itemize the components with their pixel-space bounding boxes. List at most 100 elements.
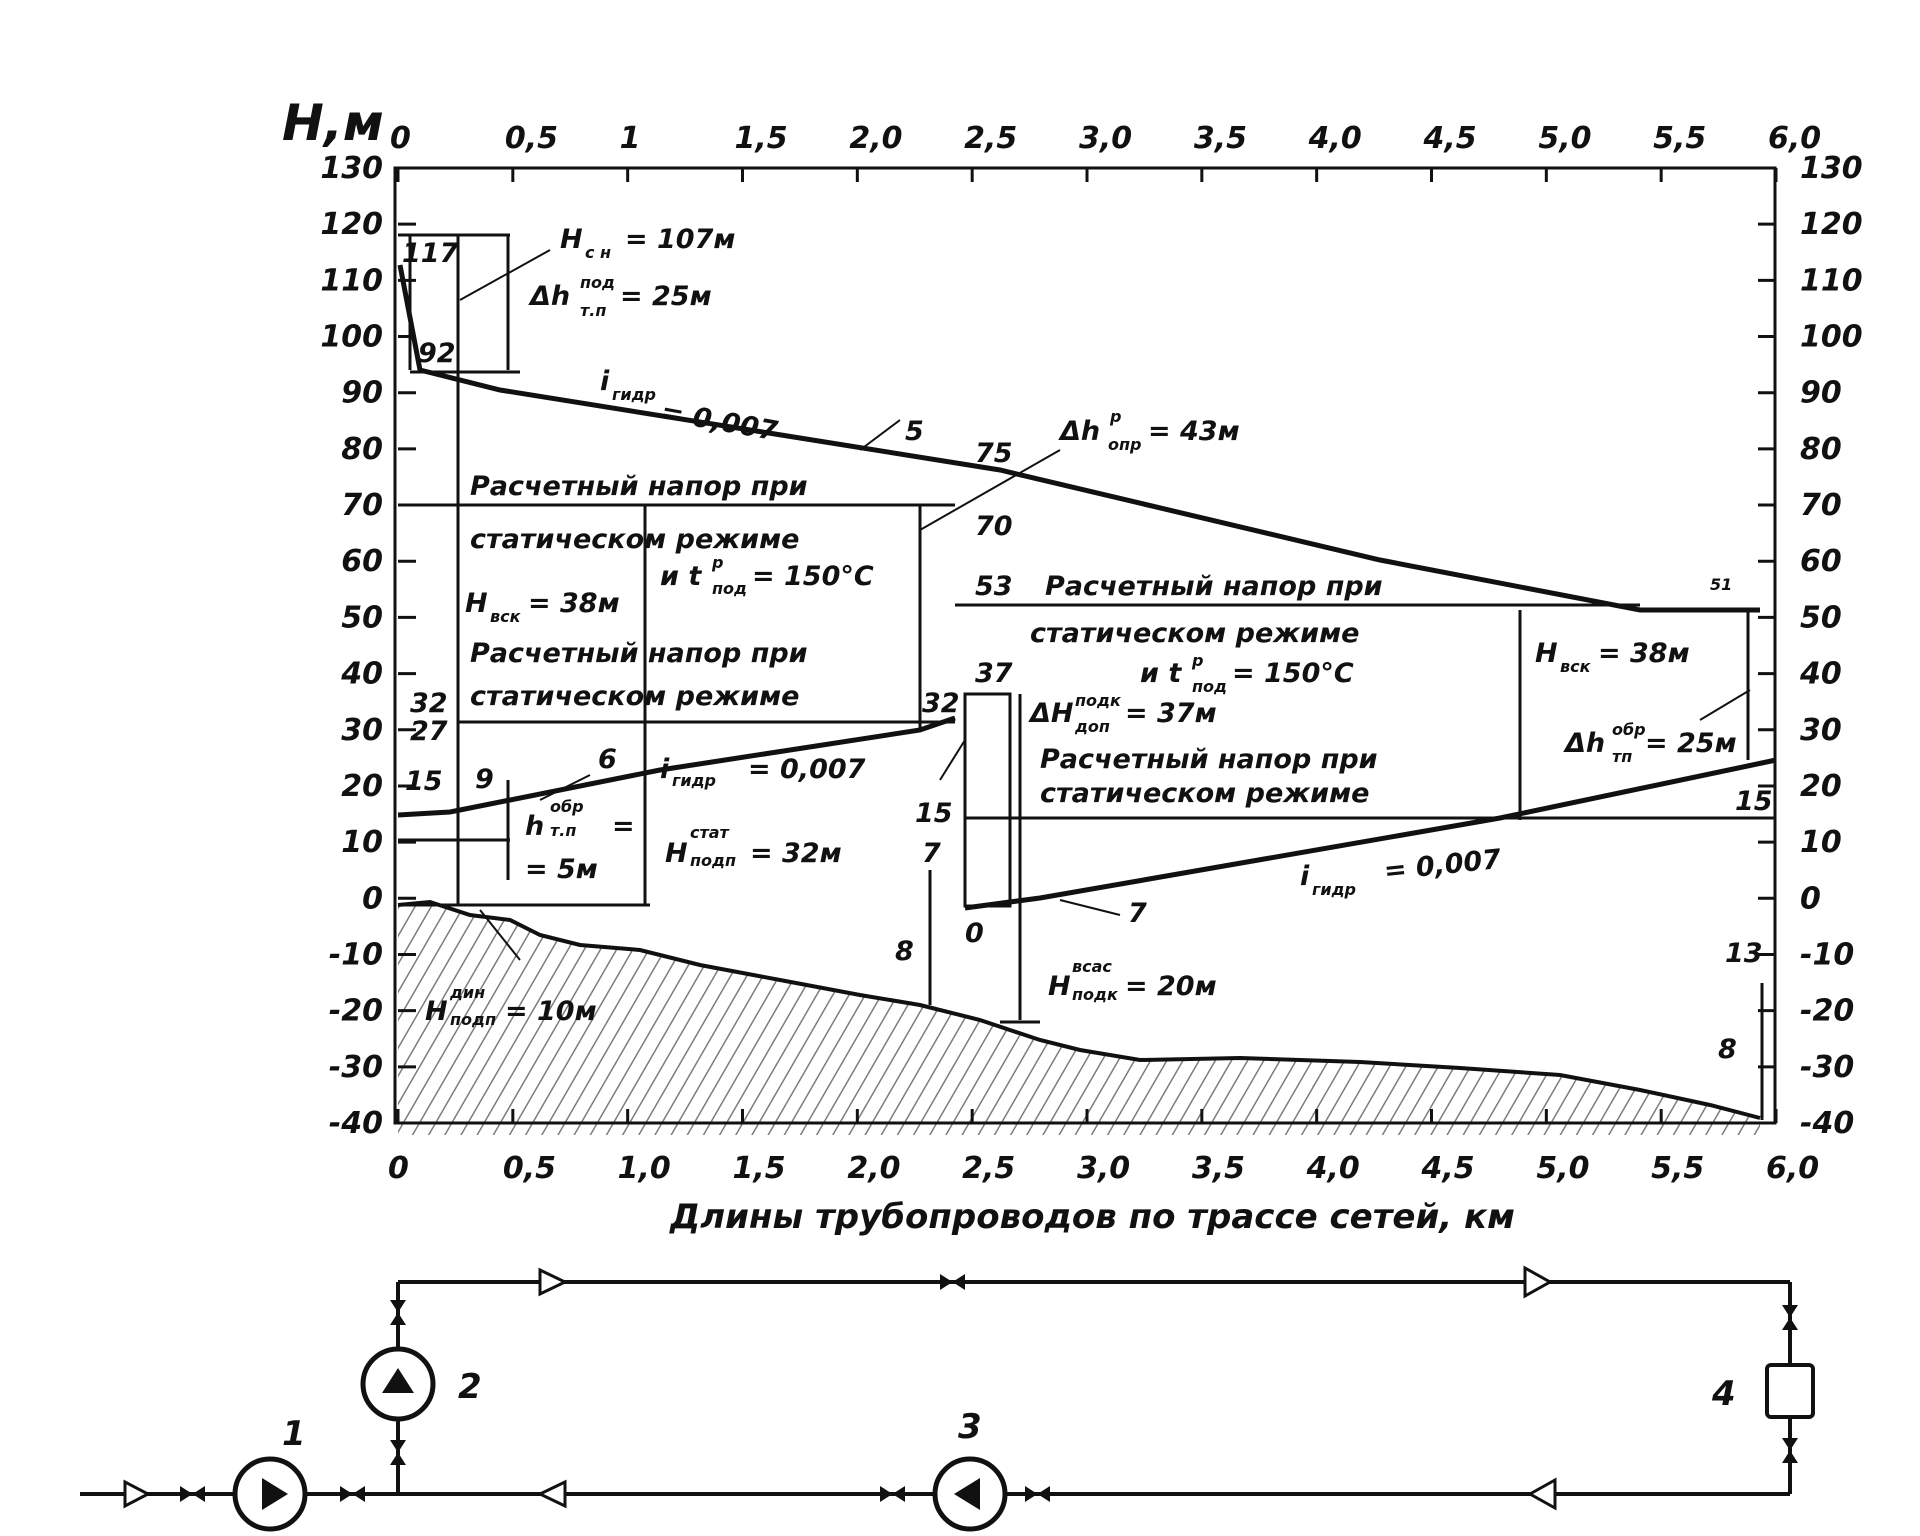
label-hsn-sub: с н [585,243,611,262]
label-dh-tp-sup: обр [1612,720,1646,739]
valve-inlet [180,1486,205,1502]
label-hvsk-sub: вск [490,607,522,626]
label-i3-sub: гидр [1312,880,1356,899]
label-hsn: H [560,224,583,255]
label-27: 27 [410,716,448,747]
leader-hsn [459,249,551,301]
label-dhpodk: ΔH [1028,698,1074,729]
x-tick-label-bottom: 5,5 [1651,1151,1704,1186]
label-92: 92 [418,338,456,369]
valve-supply-mid [940,1274,965,1290]
y-tick-label-left: 90 [341,376,383,411]
scheme-label-4: 4 [1711,1374,1736,1414]
label-i2-val: = 0,007 [748,754,866,785]
label-hvsk: H [465,588,488,619]
y-tick-label-right: 40 [1799,657,1842,692]
x-tick-label-top: 0 [390,121,411,156]
label-htp-sub: т.п [550,821,576,840]
label-dh-tp-val: = 25м [1645,728,1737,759]
label-0: 0 [965,918,984,949]
y-tick-label-right: 120 [1800,207,1863,242]
label-hdin-sup: дин [449,983,485,1002]
x-tick-label-bottom: 4,5 [1421,1151,1475,1186]
pump-2-arrow [382,1368,414,1393]
leader-dhtp [1699,689,1751,721]
x-axis-title: Длины трубопроводов по трассе сетей, км [669,1197,1515,1237]
label-6: 6 [598,744,617,775]
y-tick-label-right: 10 [1800,825,1842,860]
x-tick-label-top: 4,0 [1308,121,1362,156]
label-8b: 8 [1718,1034,1737,1065]
y-tick-label-left: 50 [341,600,383,635]
calc2-line2: статическом режиме [470,681,799,712]
y-tick-label-left: 40 [340,657,383,692]
calc3-line3-sub: под [1192,677,1227,696]
supply-head-line [397,264,1760,613]
x-tick-label-top: 3,5 [1194,121,1247,156]
y-tick-label-left: 30 [341,713,383,748]
x-tick-label-bottom: 0 [388,1151,409,1186]
y-tick-label-left: 20 [341,769,383,804]
calc3-line3: и t [1140,658,1182,689]
calc1-line3-sub: под [712,579,747,598]
label-53: 53 [975,571,1013,602]
calc1-line3-val: = 150°C [752,561,874,592]
label-dh-top-sup: под [580,273,615,292]
valve-riser-top [390,1300,406,1325]
y-tick-label-left: 120 [320,207,383,242]
flow-arrow-right-2 [1523,1265,1554,1299]
y-tick-label-right: -30 [1800,1050,1854,1085]
label-dh-top-sub: т.п [580,301,606,320]
calc4-line1: Расчетный напор при [1040,744,1378,775]
label-htp-sup: обр [550,797,584,816]
label-51: 51 [1710,575,1732,594]
label-dh-top: Δh [528,281,570,312]
leader-15b [939,739,966,781]
label-75: 75 [975,438,1013,469]
valve-return-a [880,1486,905,1502]
label-htp-val: = [612,811,635,842]
label-15c: 15 [1735,786,1773,817]
label-5: 5 [905,416,924,447]
label-htp: h [525,811,544,842]
calc4-line2: статическом режиме [1040,778,1369,809]
label-8a: 8 [895,936,914,967]
y-tick-label-left: 110 [320,263,383,298]
y-tick-label-right: 100 [1800,320,1863,355]
scheme-label-2: 2 [458,1367,482,1407]
label-hdin-val: = 10м [505,996,597,1027]
y-tick-label-left: -30 [329,1050,383,1085]
x-tick-label-bottom: 1,0 [618,1151,671,1186]
flow-arrow-left-2 [1526,1477,1557,1511]
x-tick-label-bottom: 1,5 [733,1151,786,1186]
leader-hdin [479,909,521,961]
x-tick-label-top: 5,0 [1538,121,1591,156]
y-tick-label-left: 80 [341,432,383,467]
calc3-line3-val: = 150°C [1232,658,1354,689]
y-tick-label-right: -20 [1800,994,1854,1029]
valve-after-pump1 [340,1486,365,1502]
ground-line [397,899,1761,1120]
x-tick-label-top: 1,5 [735,121,788,156]
y-tick-label-left: 130 [320,151,383,186]
label-dh-tp: Δh [1563,728,1605,759]
y-tick-label-left: 100 [320,320,383,355]
label-9: 9 [475,764,494,795]
calc1-line3: и t [660,561,702,592]
label-hvsas: H [1048,971,1071,1002]
valve-right-top [1782,1305,1798,1330]
x-tick-label-bottom: 4,0 [1306,1151,1360,1186]
leader-dhopr [919,449,1061,531]
leader-6 [539,774,591,801]
x-tick-label-bottom: 2,0 [847,1151,900,1186]
label-dh-opr: Δh [1058,416,1100,447]
consumer-4-box [1765,1363,1815,1419]
label-i2-sub: гидр [672,771,716,790]
y-tick-label-left: -20 [329,994,383,1029]
y-tick-label-left: 10 [341,825,383,860]
label-i3-val: = 0,007 [1382,844,1502,887]
label-32b: 32 [922,688,960,719]
leader-7 [1059,899,1121,916]
